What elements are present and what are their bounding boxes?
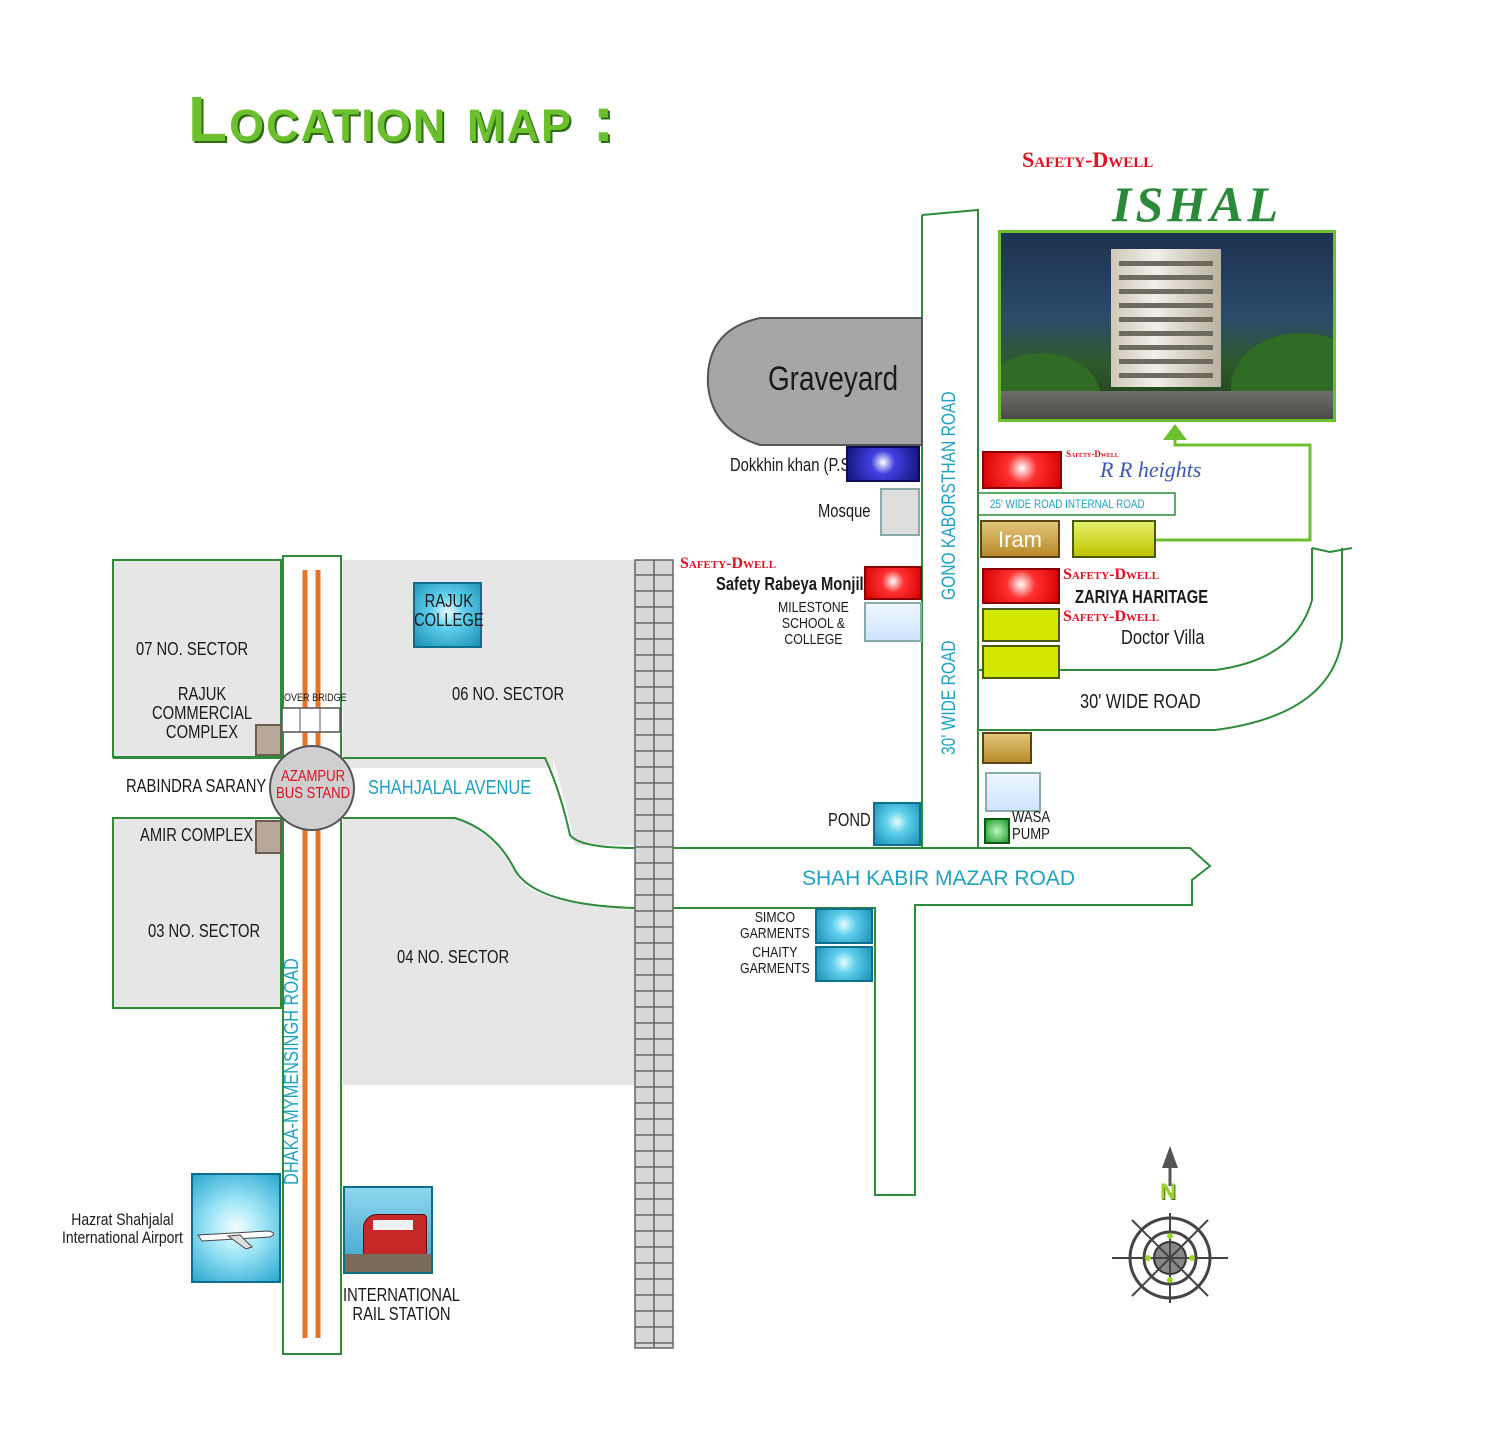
simco-marker (815, 908, 873, 944)
rajuk-commercial-marker (255, 724, 282, 756)
mosque-icon (880, 488, 920, 536)
rabeya-label: Safety Rabeya Monjil (716, 574, 864, 594)
rr-brand: Safety-Dwell (1066, 449, 1119, 459)
doctor-villa-marker-2 (982, 645, 1060, 679)
shah-kabir-road-label: SHAH KABIR MAZAR ROAD (802, 867, 1076, 890)
project-name: ISHAL (1112, 176, 1283, 232)
rajuk-college-marker (413, 582, 482, 648)
sector-07-label: 07 NO. SECTOR (136, 639, 249, 659)
rail-station-image (343, 1186, 433, 1274)
rabeya-brand: Safety-Dwell (680, 555, 777, 572)
shahjalal-avenue-label: SHAHJALAL AVENUE (368, 777, 532, 799)
rabeya-marker (864, 566, 922, 600)
thirty-wide-road-label: 30' WIDE ROAD (1080, 691, 1201, 713)
iram-marker (980, 520, 1060, 558)
rail-station-label: INTERNATIONAL RAIL STATION (343, 1285, 461, 1324)
project-pointer (1110, 432, 1312, 542)
dokkhin-khan-label: Dokkhin khan (P.S) (730, 455, 856, 475)
doctor-villa-label: Doctor Villa (1121, 627, 1205, 649)
dhaka-mymensingh-road-label: DHAKA-MYMENSINGH ROAD (281, 958, 303, 1185)
airport-image (191, 1173, 281, 1283)
dokkhin-khan-marker (846, 446, 920, 482)
sector-03-block (112, 817, 282, 1009)
sector-03-label: 03 NO. SECTOR (148, 921, 261, 941)
pond-marker (873, 802, 921, 846)
sector-04-block (343, 818, 635, 1085)
azampur-circle (269, 745, 355, 831)
ishal-plot-marker (1072, 520, 1156, 558)
doctor-brand: Safety-Dwell (1063, 608, 1160, 625)
gold-plot-marker (982, 732, 1032, 764)
thirty-wide-road-vertical-label: 30' WIDE ROAD (939, 640, 960, 755)
rajuk-commercial-label: RAJUK COMMERCIAL COMPLEX (152, 684, 253, 742)
zariya-brand: Safety-Dwell (1063, 566, 1160, 583)
shahjalal-avenue-outline (343, 757, 1212, 1196)
sector-06-block-lower (343, 758, 553, 768)
rabindra-sarany-label: RABINDRA SARANY (126, 776, 267, 796)
wasa-pump-label: WASA PUMP (1012, 809, 1051, 843)
compass-north-label: N (1160, 1179, 1176, 1204)
milestone-label: MILESTONE SCHOOL & COLLEGE (778, 599, 849, 648)
gono-kaborsthan-road-label: GONO KABORSTHAN ROAD (939, 391, 960, 600)
zariya-label: ZARIYA HARITAGE (1075, 587, 1209, 607)
graveyard-label: Graveyard (768, 360, 899, 398)
mosque-label: Mosque (818, 501, 871, 521)
doctor-villa-marker (982, 608, 1060, 642)
compass-rose (1112, 1146, 1228, 1303)
chaity-marker (815, 946, 873, 982)
amir-complex-marker (255, 820, 282, 854)
page-title: Location map : (188, 83, 617, 155)
sector-07-block (112, 559, 282, 758)
sector-04-label: 04 NO. SECTOR (397, 947, 510, 967)
simco-label: SIMCO GARMENTS (740, 909, 810, 942)
amir-complex-label: AMIR COMPLEX (140, 825, 254, 845)
wasa-pump-marker (984, 818, 1010, 844)
sector-06-label: 06 NO. SECTOR (452, 684, 565, 704)
airport-label: Hazrat Shahjalal International Airport (62, 1210, 183, 1247)
over-bridge (281, 707, 341, 733)
sector-06-curve (343, 758, 635, 845)
graveyard-shape (706, 317, 923, 446)
rajuk-college-label: RAJUK COLLEGE (414, 591, 484, 630)
pond-label: POND (828, 810, 871, 830)
zariya-marker (982, 568, 1060, 604)
rr-heights-marker (982, 451, 1062, 489)
school-icon-2 (985, 772, 1041, 812)
over-bridge-label: OVER BRIDGE (284, 692, 347, 704)
internal-road-label: 25' WIDE ROAD INTERNAL ROAD (990, 497, 1145, 511)
rr-heights-label: R R heights (1100, 457, 1202, 482)
sector-06-block (343, 560, 635, 758)
milestone-icon (864, 602, 922, 642)
internal-road-outline (978, 492, 1176, 516)
rabindra-sarany-outline (113, 757, 281, 819)
brand-company: Safety-Dwell (1022, 147, 1154, 172)
dhaka-mymensingh-road (282, 555, 342, 1355)
project-building-photo (998, 230, 1336, 422)
azampur-bus-stand-label: AZAMPUR BUS STAND (276, 768, 351, 802)
chaity-label: CHAITY GARMENTS (740, 944, 810, 977)
thirty-wide-road-outline (978, 547, 1353, 731)
iram-label: Iram (998, 527, 1042, 552)
